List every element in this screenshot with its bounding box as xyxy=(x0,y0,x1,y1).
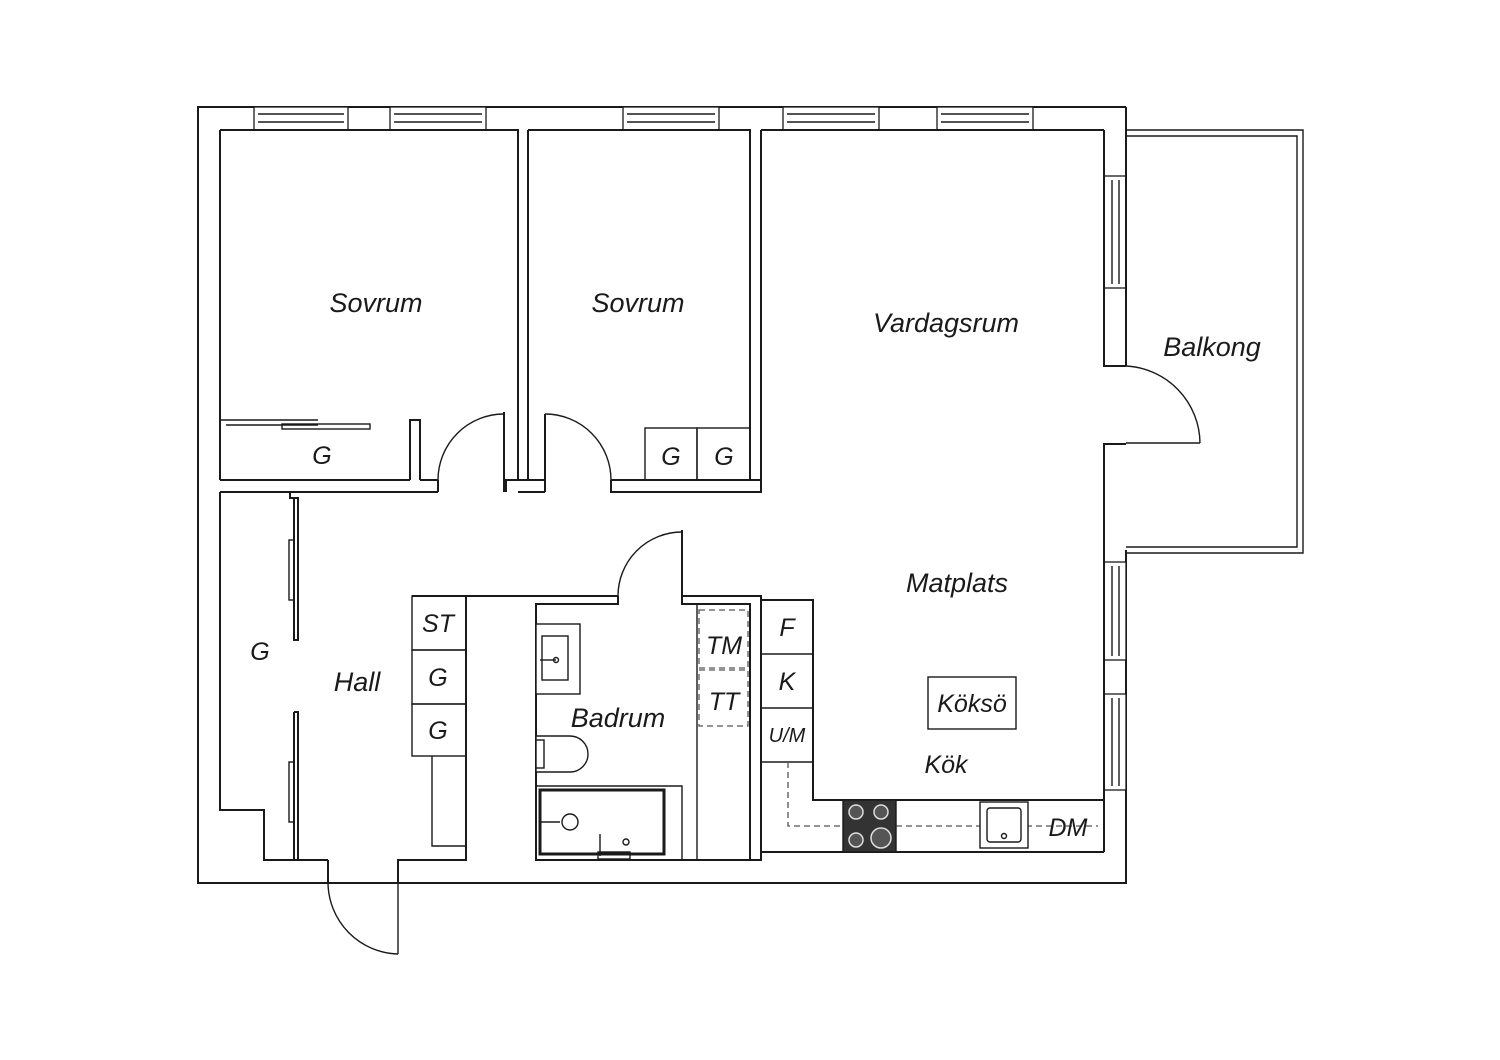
balcony xyxy=(1125,129,1304,554)
label-garderob-hall-2: G xyxy=(428,717,447,745)
label-garderob-hall-1: G xyxy=(428,664,447,692)
bathroom-walls xyxy=(466,530,762,861)
room-labels: Sovrum Sovrum Vardagsrum Balkong Matplat… xyxy=(329,288,1260,779)
bedroom-1-walls xyxy=(220,129,519,493)
room-label-matplats: Matplats xyxy=(906,568,1008,598)
label-garderob-sovrum2-a: G xyxy=(661,443,680,471)
room-label-hall: Hall xyxy=(334,667,382,697)
label-tvattmaskin: TM xyxy=(706,632,742,660)
room-label-kok: Kök xyxy=(924,751,969,779)
label-kyl: K xyxy=(779,668,797,696)
label-garderob-hall-left: G xyxy=(250,638,269,666)
label-garderob-sovrum2-b: G xyxy=(714,443,733,471)
room-label-vardagsrum: Vardagsrum xyxy=(873,308,1019,338)
room-label-sovrum-2: Sovrum xyxy=(591,288,684,318)
hall-walls xyxy=(288,492,467,955)
room-label-sovrum-1: Sovrum xyxy=(329,288,422,318)
label-stadskap: ST xyxy=(422,610,456,638)
label-garderob-sovrum1: G xyxy=(312,442,331,470)
bedroom-2-walls xyxy=(518,129,762,493)
label-diskmaskin: DM xyxy=(1049,814,1088,842)
room-label-badrum: Badrum xyxy=(571,703,666,733)
windows-top xyxy=(253,106,1034,131)
fixture-labels: G G G G ST G G TM TT F K U/M Köksö DM xyxy=(250,442,1087,842)
label-koksö: Köksö xyxy=(937,690,1007,718)
windows-right xyxy=(1103,130,1127,852)
label-torktumlare: TT xyxy=(709,688,741,716)
room-label-balkong: Balkong xyxy=(1163,332,1261,362)
label-ugn-mikro: U/M xyxy=(769,725,806,747)
kitchen xyxy=(761,599,1104,853)
label-frys: F xyxy=(779,614,796,642)
outer-walls xyxy=(197,106,1127,884)
